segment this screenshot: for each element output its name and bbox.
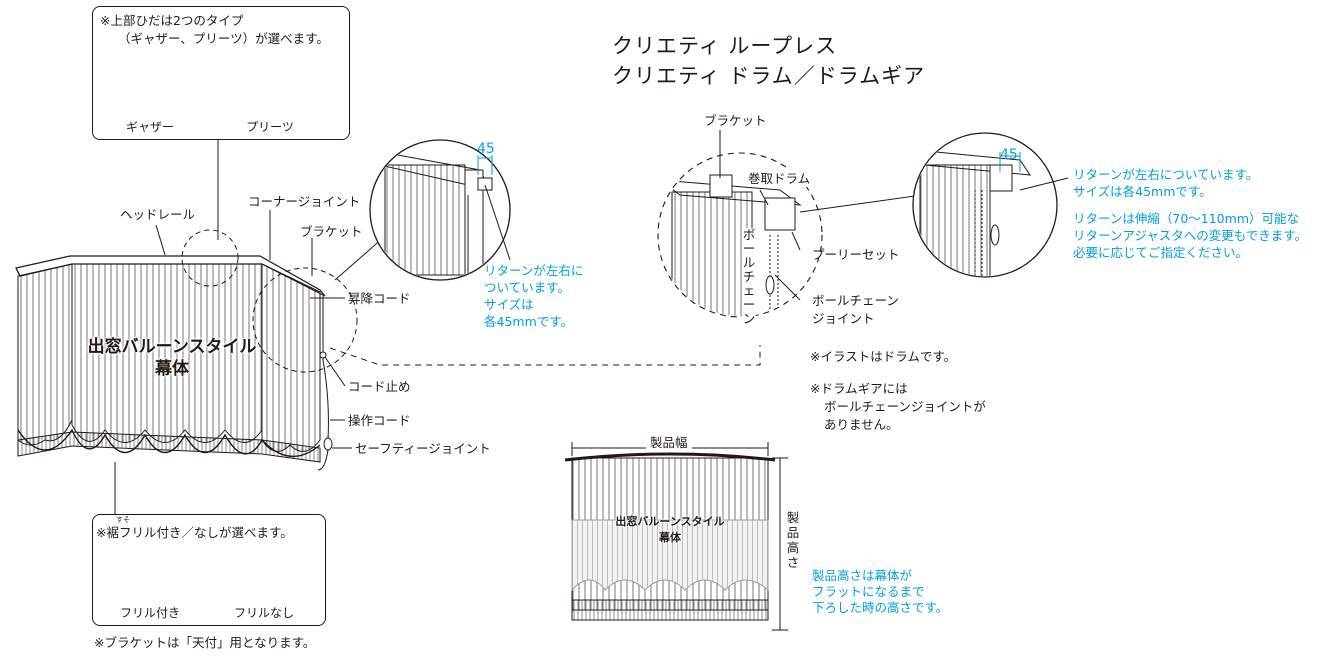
ball-chain-char: ル xyxy=(742,255,756,270)
right-return-note-line4: リターンアジャスタへの変更もできます。 xyxy=(1073,228,1308,243)
lift-cord-label: 昇降コード xyxy=(348,291,411,306)
left-return-note-line: リターンが左右に xyxy=(484,263,584,278)
size-diagram-illustration xyxy=(564,442,788,631)
product-height-note-line: フラットになるまで xyxy=(812,584,925,599)
right-dimension-label: 45 xyxy=(1000,147,1018,163)
bracket-note: ※ブラケットは「天付」用となります。 xyxy=(94,635,316,650)
bracket-label-right: ブラケット xyxy=(704,113,767,128)
ball-chain-char: ー xyxy=(742,241,756,256)
ball-chain-char: ボ xyxy=(742,227,756,242)
drum-gear-note-line3: ありません。 xyxy=(824,417,899,432)
operation-cord-label: 操作コード xyxy=(348,413,411,428)
product-height-char: 高 xyxy=(786,540,800,555)
product-title-line2: クリエティ ドラム／ドラムギア xyxy=(612,64,926,88)
product-title-line1: クリエティ ループレス xyxy=(612,34,838,58)
curtain-label-size: 出窓バルーンスタイル 幕体 xyxy=(580,514,760,546)
hem-ruby: すそ xyxy=(116,516,130,524)
ball-chain-joint-line1: ボールチェーン xyxy=(812,293,899,308)
ball-chain-vertical-label: ボ ー ル チ ェ ー ン xyxy=(742,228,756,326)
safety-joint-label: セーフティージョイント xyxy=(355,441,491,456)
product-height-note-line: 下ろした時の高さです。 xyxy=(812,600,949,615)
ball-chain-char: ェ xyxy=(742,283,756,298)
top-option-line1: ※上部ひだは2つのタイプ xyxy=(100,13,244,28)
ball-chain-char: ン xyxy=(742,311,756,326)
right-return-note-line3: リターンは伸縮（70〜110mm）可能な xyxy=(1073,211,1299,226)
left-return-note: リターンが左右に ついています。 サイズは 各45mmです。 xyxy=(484,262,583,330)
ball-chain-char: チ xyxy=(742,269,756,284)
product-height-char: 品 xyxy=(786,525,800,540)
pulley-set-label: プーリーセット xyxy=(812,247,900,262)
product-height-char: 製 xyxy=(786,510,800,525)
drum-gear-note: ※ドラムギアには ボールチェーンジョイントが ありません。 xyxy=(810,380,986,434)
curtain-label-left-line2: 幕体 xyxy=(155,359,189,379)
cord-stopper-label: コード止め xyxy=(348,379,411,394)
corner-joint-label: コーナージョイント xyxy=(248,194,361,209)
left-return-note-line: 各45mmです。 xyxy=(484,314,574,329)
product-height-note: 製品高さは幕体が フラットになるまで 下ろした時の高さです。 xyxy=(812,568,948,616)
bay-window-curtain-illustration xyxy=(15,229,358,471)
hem-option-line: ※裾フリル付き／なしが選べます。 xyxy=(96,525,293,540)
top-option-box xyxy=(92,6,350,140)
product-height-char: さ xyxy=(786,555,800,570)
left-return-note-line: ついています。 xyxy=(484,280,570,295)
head-rail-label: ヘッドレール xyxy=(120,207,196,222)
drum-illustration-note: ※イラストはドラムです。 xyxy=(810,349,957,364)
product-height-note-line: 製品高さは幕体が xyxy=(812,568,913,583)
left-return-note-line: サイズは xyxy=(484,297,534,312)
ball-chain-joint-label: ボールチェーン ジョイント xyxy=(812,292,899,328)
drum-gear-note-line1: ※ドラムギアには xyxy=(810,381,908,396)
gather-label: ギャザー xyxy=(125,120,174,134)
curtain-label-size-line1: 出窓バルーンスタイル xyxy=(615,515,725,528)
pleat-label: プリーツ xyxy=(246,120,294,134)
drum-gear-note-line2: ボールチェーンジョイントが xyxy=(824,399,986,414)
ball-chain-joint-line2: ジョイント xyxy=(812,311,875,326)
bottom-option-box xyxy=(92,514,326,626)
no-frill-label: フリルなし xyxy=(233,606,294,620)
product-width-label: 製品幅 xyxy=(646,434,692,451)
right-detail-magnifier xyxy=(912,132,1069,278)
ball-chain-char: ー xyxy=(742,297,756,312)
top-option-line2: （ギャザー、プリーツ）が選べます。 xyxy=(118,31,329,46)
right-return-note-line5: 必要に応じてご指定ください。 xyxy=(1073,245,1249,260)
curtain-label-left: 出窓バルーンスタイル 幕体 xyxy=(72,336,272,380)
left-callout-lines xyxy=(114,140,761,514)
bracket-label-left: ブラケット xyxy=(300,224,363,239)
left-detail-magnifier xyxy=(369,139,511,281)
right-return-note: リターンが左右についています。 サイズは各45mmです。 リターンは伸縮（70〜… xyxy=(1073,166,1307,261)
product-height-label: 製 品 高 さ xyxy=(786,510,800,570)
curtain-label-size-line2: 幕体 xyxy=(659,531,681,544)
left-dimension-label: 45 xyxy=(477,141,495,157)
frill-label: フリル付き xyxy=(119,606,180,620)
right-return-note-line2: サイズは各45mmです。 xyxy=(1073,184,1212,199)
curtain-label-left-line1: 出窓バルーンスタイル xyxy=(87,337,257,357)
drum-label: 巻取ドラム xyxy=(748,170,811,187)
right-return-note-line1: リターンが左右についています。 xyxy=(1073,167,1259,182)
